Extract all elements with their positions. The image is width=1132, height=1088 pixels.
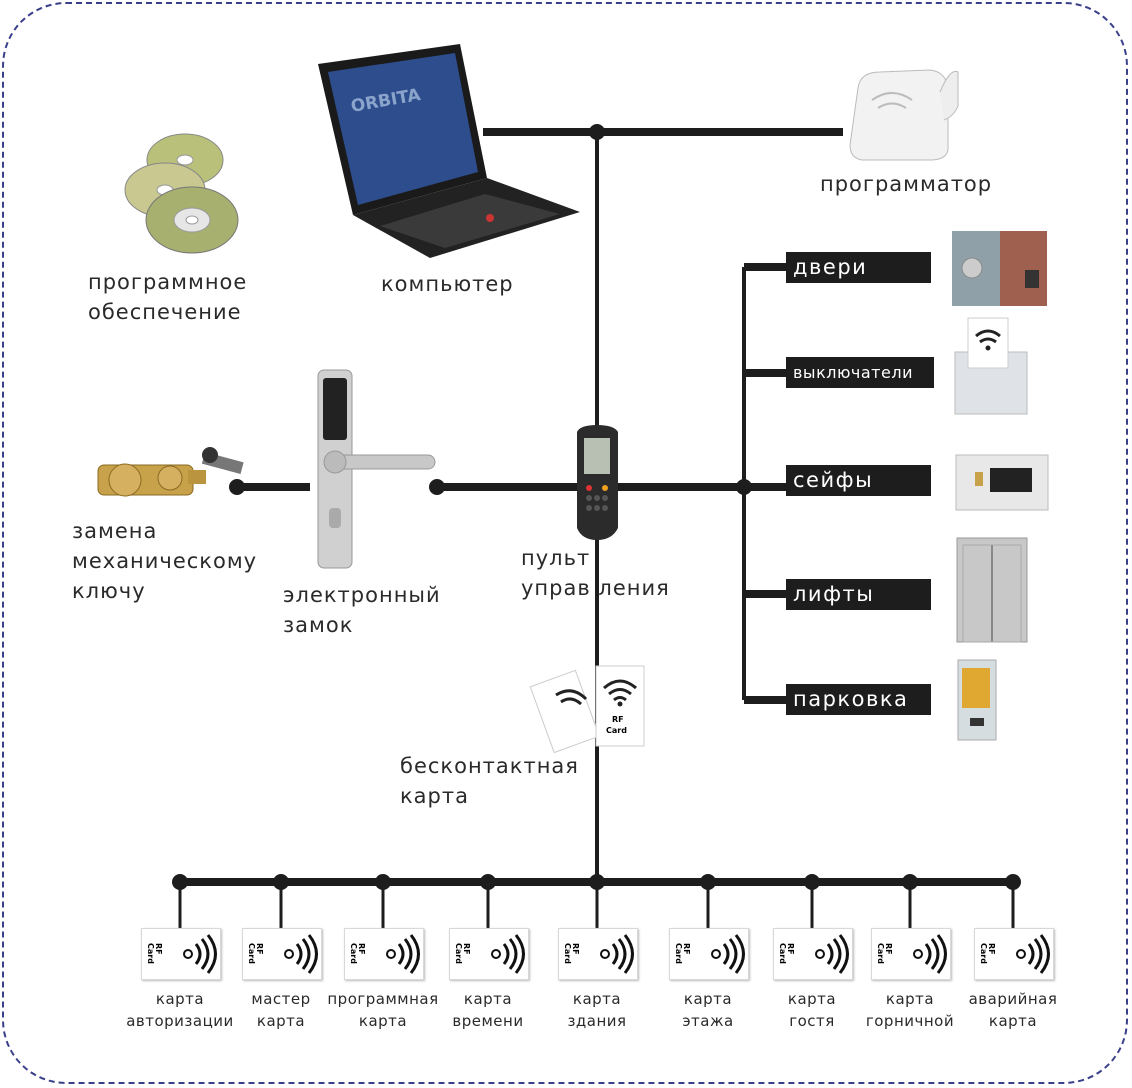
branch-parking: парковка [786,684,931,715]
electronic-lock-icon [317,369,436,569]
mechanical-key-label: замена механическому ключу [72,519,258,603]
svg-text:RF: RF [462,943,471,955]
branch-doors: двери [786,252,931,283]
svg-text:Card: Card [349,943,358,964]
card-type-label: карта здания [567,990,627,1030]
card-type-label: программная карта [327,990,439,1030]
card-type-label: карта гостя [787,990,837,1030]
svg-text:RF: RF [255,943,264,955]
programmer-label: программатор [820,172,993,196]
computer-label: компьютер [381,272,514,296]
card-text: Card [606,726,627,735]
svg-text:Card: Card [563,943,572,964]
junction-dot [589,124,605,140]
svg-text:Card: Card [454,943,463,964]
card-programmer-icon [849,69,959,161]
electronic-lock-label: электронный замок [283,583,441,637]
junction-dot [736,479,752,495]
contactless-card-label: бесконтактная карта [400,754,579,808]
svg-text:Card: Card [876,943,885,964]
svg-text:Card: Card [778,943,787,964]
branch-switches: выключатели [786,357,934,388]
laptop-icon [318,44,580,258]
card-type-label: карта авторизации [126,990,234,1030]
card-type-label: карта горничной [865,990,955,1030]
power-switch-icon [954,317,1028,415]
junction-dot [429,479,445,495]
branch-elevators: лифты [786,579,931,610]
safe-icon [955,454,1049,511]
software-label: программное обеспечение [88,270,248,324]
card-type-label: аварийная карта [968,990,1058,1030]
svg-text:RF: RF [571,943,580,955]
rf-text: RF [612,715,624,724]
handheld-terminal-icon [577,425,618,540]
control-panel-label: пульт управ ления [521,546,670,600]
svg-text:Card: Card [146,943,155,964]
branch-safes: сейфы [786,465,931,496]
svg-text:RF: RF [357,943,366,955]
elevator-icon [956,537,1028,643]
svg-text:Card: Card [247,943,256,964]
svg-text:RF: RF [786,943,795,955]
svg-text:RF: RF [682,943,691,955]
card-type-label: карта времени [452,990,524,1030]
parking-terminal-icon [957,659,997,741]
card-type-label: карта этажа [682,990,734,1030]
svg-text:RF: RF [884,943,893,955]
svg-text:RF: RF [154,943,163,955]
card-type-label: мастер карта [251,990,311,1030]
svg-text:Card: Card [674,943,683,964]
rf-cards-icon [529,665,645,754]
cylinder-key-icon [97,447,244,497]
svg-text:RF: RF [987,943,996,955]
cd-discs-icon [124,133,239,254]
junction-dot [229,479,245,495]
door-photo-icon [952,231,1047,306]
svg-text:Card: Card [979,943,988,964]
